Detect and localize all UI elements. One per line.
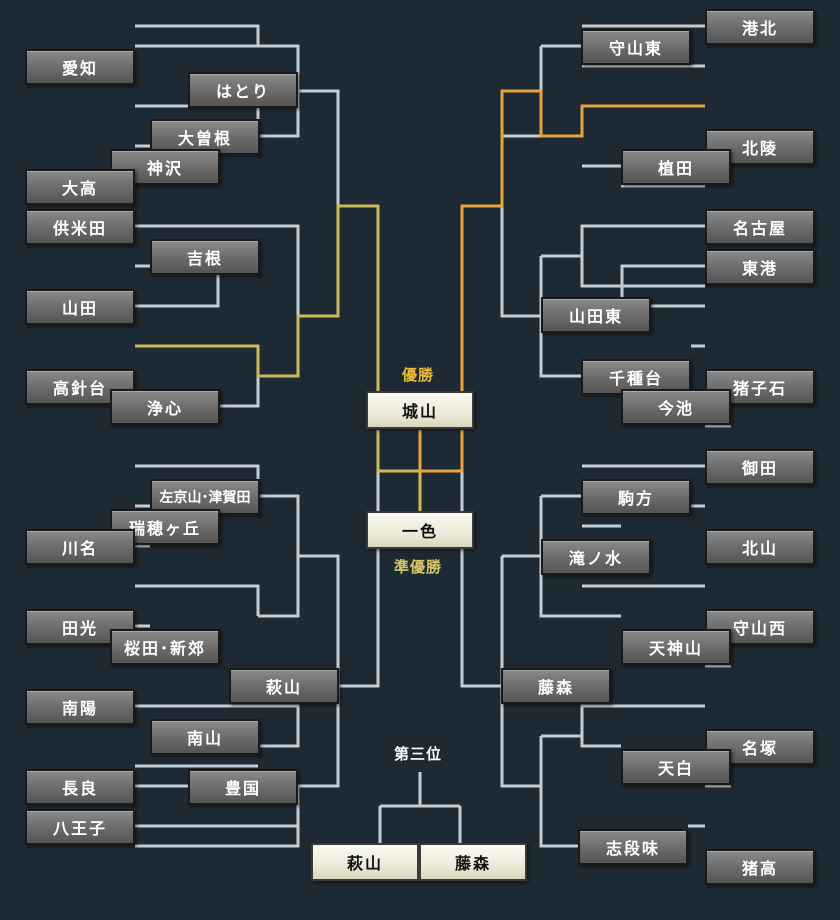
bracket-line-40 (539, 496, 621, 618)
team-joshin: 浄心 (110, 389, 220, 425)
bracket-line-15 (298, 554, 340, 686)
third-place-box-2: 藤森 (419, 843, 527, 881)
team-toko: 東港 (705, 249, 815, 285)
team-takinomizu: 滝ノ水 (541, 539, 651, 575)
team-moriyama-higashi: 守山東 (581, 29, 691, 65)
bracket-line-53 (378, 772, 462, 843)
bracket-line-45 (460, 430, 501, 688)
bracket-line-30 (580, 224, 705, 288)
team-nagoya: 名古屋 (705, 209, 815, 245)
champion-box: 城山 (366, 391, 474, 429)
champion-label: 優勝 (402, 366, 435, 384)
team-tenpaku: 天白 (621, 749, 731, 785)
team-kitayama: 北山 (705, 529, 815, 565)
team-inokoishi: 猪子石 (705, 369, 815, 405)
team-komagata: 駒方 (581, 479, 691, 515)
bracket-line-0 (135, 24, 260, 48)
bracket-line-4 (298, 89, 340, 206)
team-hagiyama: 萩山 (229, 668, 339, 704)
bracket-line-49 (539, 736, 578, 848)
team-kawana: 川名 (25, 529, 135, 565)
bracket-line-11 (258, 494, 300, 618)
bracket-line-13 (135, 584, 260, 616)
bracket-line-46 (580, 704, 705, 748)
bracket-line-20 (135, 786, 300, 848)
team-yamada: 山田 (25, 289, 135, 325)
bracket-line-31 (620, 264, 705, 308)
bracket-line-22 (298, 686, 340, 788)
third-place-label: 第三位 (394, 745, 443, 763)
team-kumeda: 供米田 (25, 209, 135, 245)
team-minamiyama: 南山 (150, 719, 260, 755)
bracket-line-26 (539, 46, 581, 138)
team-hatori: はとり (188, 72, 298, 108)
team-aichi: 愛知 (25, 49, 135, 85)
team-ikodaka: 猪高 (705, 849, 815, 885)
bracket-line-33 (539, 256, 581, 378)
champion-path (460, 89, 705, 391)
bracket-line-44 (500, 556, 541, 788)
team-hachioji: 八王子 (25, 809, 135, 845)
team-taiko: 大高 (25, 169, 135, 205)
bracket-line-5 (135, 224, 300, 316)
runner-up-final-path (376, 430, 422, 511)
team-fujimori: 藤森 (501, 668, 611, 704)
team-mita: 御田 (705, 449, 815, 485)
bracket-line-17 (135, 704, 300, 748)
team-shidami: 志段味 (578, 829, 688, 865)
team-yamada-higashi: 山田東 (541, 297, 651, 333)
team-tenjinyama: 天神山 (621, 629, 731, 665)
runner-up-box: 一色 (366, 511, 474, 549)
third-place-box-1: 萩山 (311, 843, 419, 881)
team-nagara: 長良 (25, 769, 135, 805)
bracket-line-8 (220, 346, 260, 408)
champion-final-path (418, 430, 464, 473)
team-hokoku: 豊国 (188, 769, 298, 805)
bracket-line-16 (338, 430, 380, 688)
team-sakurada-shingo: 桜田･新郊 (110, 629, 220, 665)
team-ueda: 植田 (621, 149, 731, 185)
team-imaike: 今池 (621, 389, 731, 425)
team-yoshine: 吉根 (150, 239, 260, 275)
bracket-line-29 (500, 134, 541, 318)
team-nanyo: 南陽 (25, 689, 135, 725)
runner-up-path (135, 204, 380, 391)
team-kohoku: 港北 (705, 9, 815, 45)
runner-up-label: 準優勝 (394, 558, 443, 576)
